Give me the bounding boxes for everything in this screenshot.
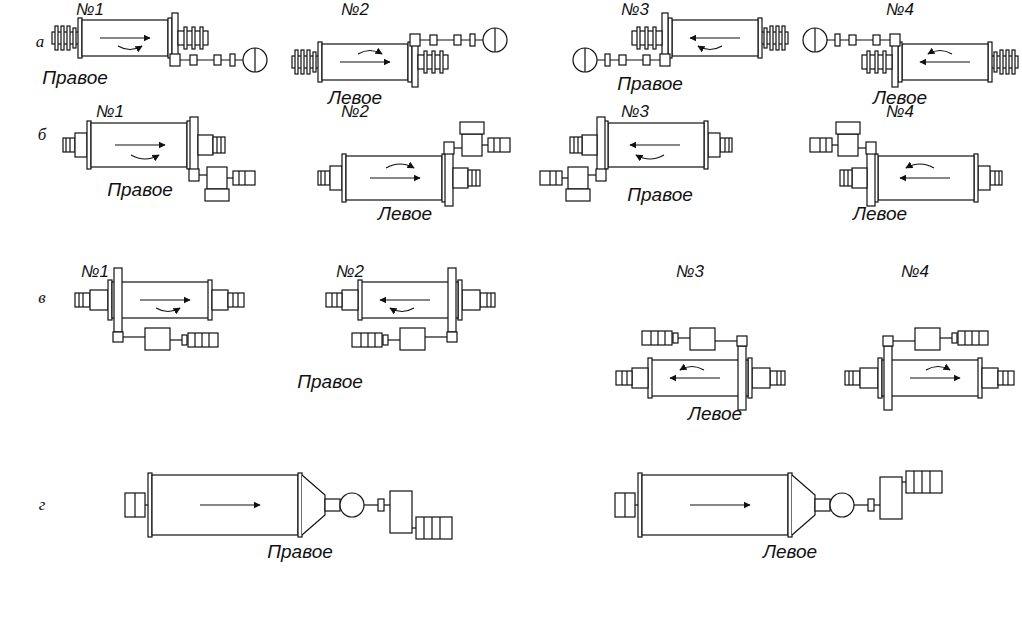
side-caption: Правое: [617, 73, 683, 94]
row-b-mills: [63, 117, 1002, 206]
label-slot: Правое: [267, 542, 333, 563]
side-caption: Правое: [107, 179, 173, 200]
row-a-mills: [52, 13, 1018, 87]
variant-number: №3: [621, 102, 649, 121]
label-slot: Правое: [42, 68, 108, 89]
side-caption: Правое: [297, 371, 363, 392]
label-slot: №2: [336, 263, 364, 282]
label-slot: а: [36, 33, 45, 52]
label-slot: б: [38, 126, 47, 145]
label-slot: №1: [81, 263, 109, 282]
label-slot: №3: [621, 103, 649, 122]
side-caption: Правое: [42, 67, 108, 88]
variant-number: №1: [81, 262, 109, 281]
row-letter: в: [38, 288, 45, 307]
row-d-mills: [125, 471, 942, 539]
side-caption: Левое: [688, 403, 742, 424]
side-caption: Правое: [627, 184, 693, 205]
variant-number: №4: [901, 262, 929, 281]
label-slot: Правое: [627, 185, 693, 206]
label-slot: №2: [341, 103, 369, 122]
label-slot: №2: [341, 1, 369, 20]
side-caption: Левое: [853, 203, 907, 224]
row-letter: а: [36, 32, 45, 51]
label-slot: №3: [621, 1, 649, 20]
variant-number: №2: [336, 262, 364, 281]
label-slot: Левое: [763, 542, 817, 563]
label-slot: в: [38, 289, 45, 308]
label-slot: №1: [96, 103, 124, 122]
label-slot: Правое: [617, 74, 683, 95]
label-slot: №1: [76, 1, 104, 20]
variant-number: №2: [341, 102, 369, 121]
side-caption: Правое: [267, 541, 333, 562]
label-slot: Левое: [688, 404, 742, 425]
label-slot: №3: [676, 263, 704, 282]
row-c-mills: [75, 268, 1014, 410]
label-slot: Левое: [378, 204, 432, 225]
label-slot: Правое: [107, 180, 173, 201]
variant-number: №1: [76, 0, 104, 19]
variant-number: №1: [96, 102, 124, 121]
label-slot: №4: [901, 263, 929, 282]
label-slot: Правое: [297, 372, 363, 393]
variant-number: №2: [341, 0, 369, 19]
label-slot: Левое: [853, 204, 907, 225]
variant-number: №3: [676, 262, 704, 281]
side-caption: Левое: [763, 541, 817, 562]
variant-number: №4: [886, 0, 914, 19]
row-letter: г: [39, 495, 46, 514]
label-slot: №4: [886, 1, 914, 20]
row-letter: б: [38, 125, 47, 144]
variant-number: №3: [621, 0, 649, 19]
label-slot: г: [39, 496, 46, 515]
side-caption: Левое: [378, 203, 432, 224]
label-slot: №4: [886, 103, 914, 122]
variant-number: №4: [886, 102, 914, 121]
